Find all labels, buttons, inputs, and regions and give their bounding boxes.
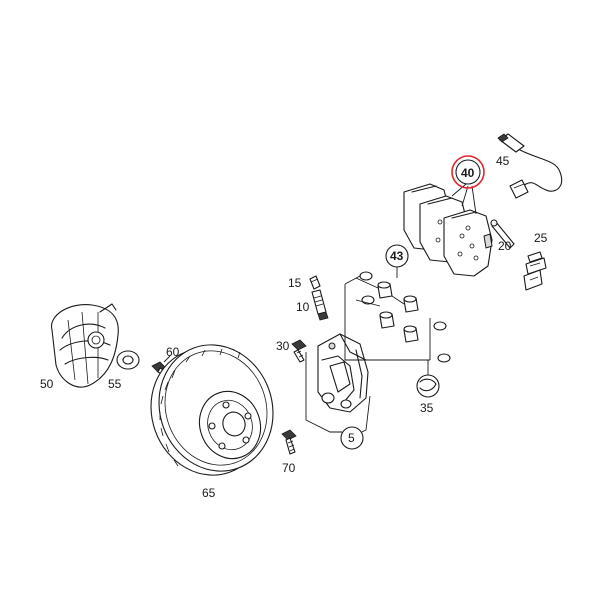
- lead-40-c: [471, 185, 477, 215]
- bolt-30[interactable]: [291, 339, 307, 363]
- lead-60: [163, 355, 171, 363]
- callout-5: 5: [348, 431, 355, 445]
- callout-15: 15: [288, 276, 302, 290]
- brake-pads[interactable]: [403, 183, 493, 277]
- spring-clips[interactable]: [523, 251, 547, 291]
- highlight-ring-40: [451, 155, 485, 189]
- callout-20: 20: [498, 239, 512, 253]
- bleeder-screw[interactable]: [311, 289, 329, 321]
- callout-45: 45: [496, 154, 510, 168]
- callout-60: 60: [166, 345, 180, 359]
- bolt-70[interactable]: [281, 429, 297, 455]
- callout-43: 43: [390, 249, 404, 263]
- callout-bubble-5: [340, 426, 364, 450]
- callout-70: 70: [282, 461, 296, 475]
- wear-sensor[interactable]: [497, 133, 563, 199]
- lead-40-b: [461, 185, 469, 207]
- lead-5-right: [361, 395, 371, 433]
- retaining-pin[interactable]: [490, 219, 515, 249]
- brake-caliper[interactable]: [317, 333, 369, 413]
- bleeder-cap[interactable]: [309, 275, 321, 290]
- brake-disc[interactable]: [133, 329, 290, 492]
- callout-30: 30: [276, 339, 290, 353]
- lead-5-left: [305, 352, 342, 433]
- callout-35: 35: [420, 401, 434, 415]
- callout-25: 25: [534, 231, 548, 245]
- callout-50: 50: [40, 377, 54, 391]
- repair-kit[interactable]: [416, 360, 440, 398]
- callout-bubble-40: [455, 159, 481, 185]
- washer[interactable]: [116, 350, 140, 370]
- callout-65: 65: [202, 486, 216, 500]
- lead-40-a: [451, 183, 467, 197]
- callout-40: 40: [461, 166, 475, 180]
- dust-shield[interactable]: [51, 303, 119, 388]
- seal-kit[interactable]: [344, 244, 451, 363]
- callout-10: 10: [296, 300, 310, 314]
- callout-55: 55: [108, 377, 122, 391]
